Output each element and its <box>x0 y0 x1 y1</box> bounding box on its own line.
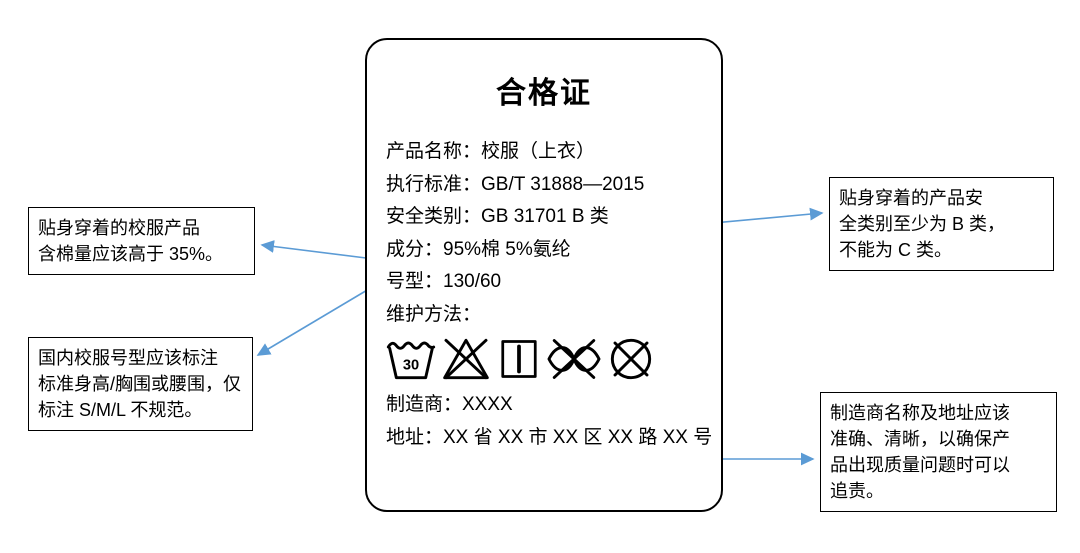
arrow-to-left-top-callout <box>260 240 367 259</box>
callout-size-marking: 国内校服号型应该标注 标准身高/胸围或腰围，仅 标注 S/M/L 不规范。 <box>28 337 253 431</box>
care-symbols-row: 30 <box>384 335 702 383</box>
product-name-line: 产品名称：校服（上衣） <box>386 141 596 162</box>
line-dry-icon <box>501 340 537 378</box>
certificate-footer: 制造商：XXXX 地址：XX 省 XX 市 XX 区 XX 路 XX 号 <box>386 389 713 454</box>
callout-manufacturer-address: 制造商名称及地址应该 准确、清晰，以确保产 品出现质量问题时可以 追责。 <box>820 392 1057 512</box>
certificate-label: 合格证 产品名称：校服（上衣） 执行标准：GB/T 31888—2015 安全类… <box>365 38 723 512</box>
size-line: 号型：130/60 <box>386 271 502 292</box>
do-not-dry-clean-icon <box>610 338 652 380</box>
certificate-body: 产品名称：校服（上衣） 执行标准：GB/T 31888—2015 安全类别：GB… <box>367 136 721 454</box>
standard-line: 执行标准：GB/T 31888—2015 <box>386 173 645 195</box>
address-line: 地址：XX 省 XX 市 XX 区 XX 路 XX 号 <box>386 426 713 448</box>
wash-30-icon: 30 <box>386 341 436 380</box>
care-method-line: 维护方法： <box>386 303 482 325</box>
composition-line: 成分：95%棉 5%氨纶 <box>386 238 571 260</box>
callout-cotton-content: 贴身穿着的校服产品 含棉量应该高于 35%。 <box>28 207 255 275</box>
safety-category-line: 安全类别：GB 31701 B 类 <box>386 206 609 227</box>
arrow-to-left-bottom-callout <box>256 285 375 356</box>
wash-temperature: 30 <box>403 358 419 374</box>
callout-safety-category: 贴身穿着的产品安 全类别至少为 B 类， 不能为 C 类。 <box>829 177 1054 271</box>
manufacturer-line: 制造商：XXXX <box>386 394 513 415</box>
certificate-title: 合格证 <box>496 77 592 110</box>
do-not-wring-icon <box>547 339 601 379</box>
do-not-bleach-icon <box>443 338 489 380</box>
